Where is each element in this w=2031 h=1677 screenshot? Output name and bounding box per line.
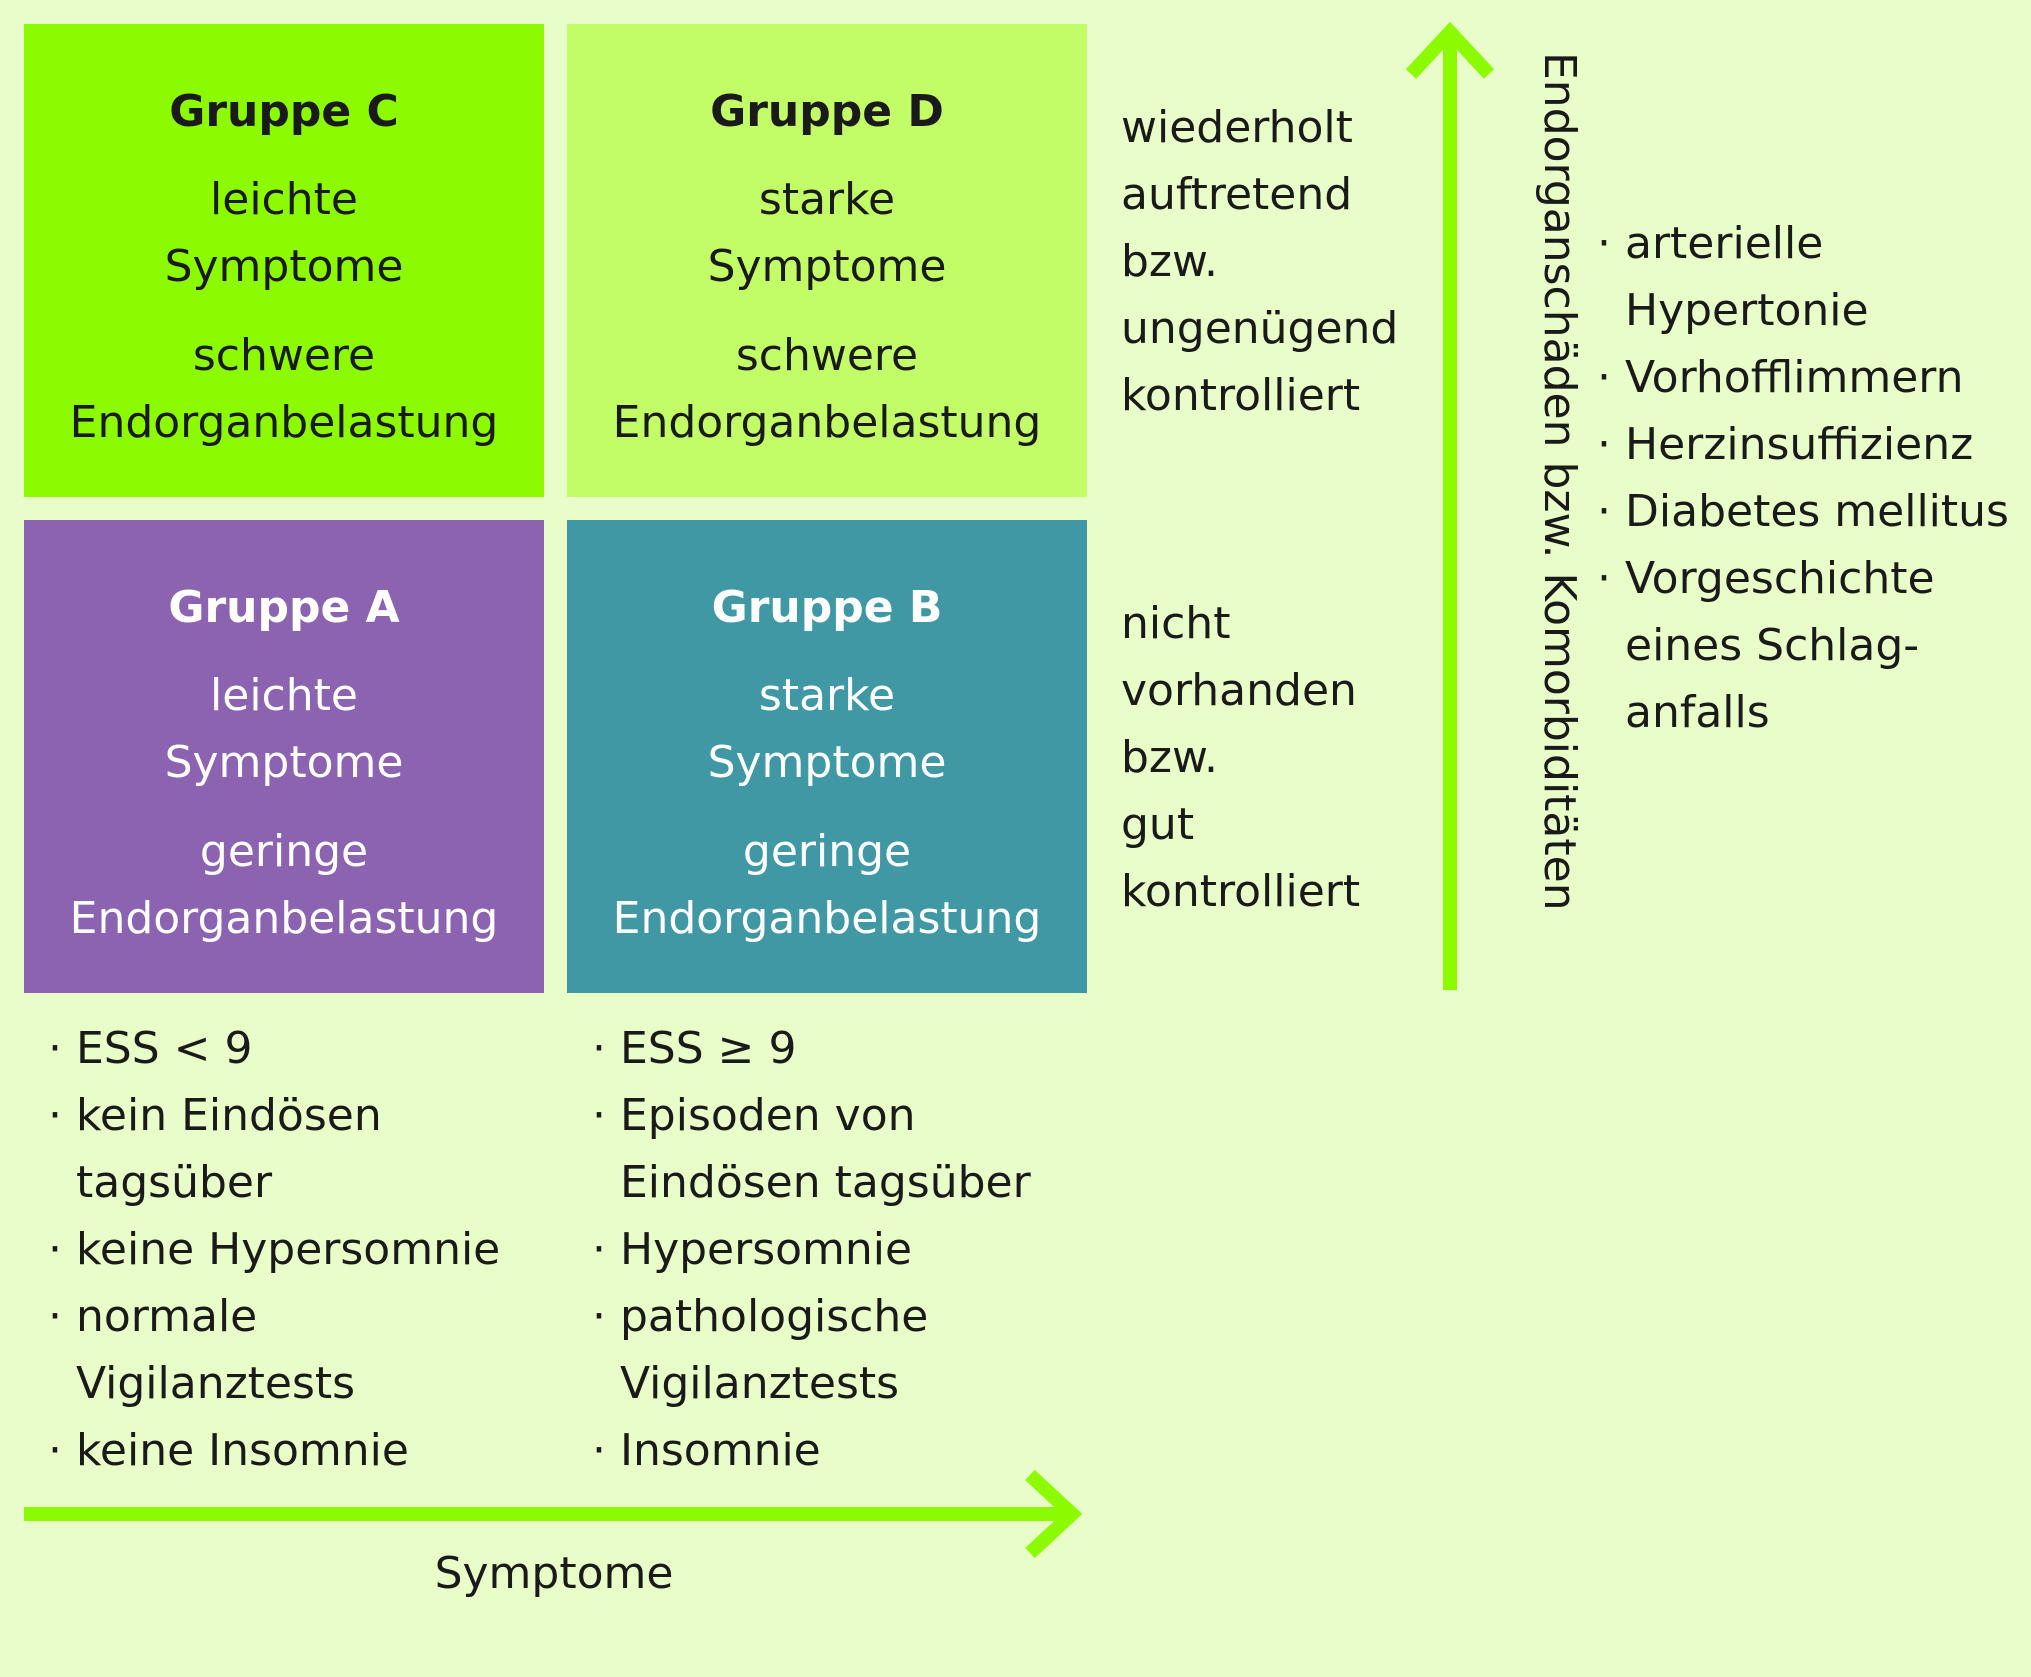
- list-item: keine Hypersomnie: [48, 1216, 548, 1283]
- group-d-box: Gruppe D starke Symptome schwere Endorga…: [567, 24, 1087, 497]
- row-label-top-line: bzw.: [1121, 236, 1218, 287]
- list-item: pathologische Vigilanztests: [592, 1283, 1112, 1417]
- list-item: Herzinsuffizienz: [1597, 411, 2017, 478]
- group-c-symptom-word: Symptome: [164, 241, 404, 292]
- group-c-box: Gruppe C leichte Symptome schwere Endorg…: [24, 24, 544, 497]
- row-label-top-line: ungenügend: [1121, 303, 1399, 354]
- group-d-symptom-level: starke: [758, 174, 896, 225]
- group-b-symptom-word: Symptome: [707, 737, 947, 788]
- group-a-symptom-level: leichte: [210, 670, 358, 721]
- group-a-burden-word: Endorganbelastung: [69, 893, 499, 944]
- group-c-burden-word: Endorganbelastung: [69, 397, 499, 448]
- list-item: Diabetes mellitus: [1597, 478, 2017, 545]
- list-item: keine Insomnie: [48, 1417, 548, 1484]
- list-item: ESS ≥ 9: [592, 1015, 1112, 1082]
- row-label-bottom-line: nicht: [1121, 598, 1231, 649]
- row-label-bottom: nicht vorhanden bzw. gut kontrolliert: [1121, 590, 1441, 925]
- list-item: normale Vigilanztests: [48, 1283, 548, 1417]
- list-item: arterielle Hypertonie: [1597, 210, 2017, 344]
- group-d-burden-level: schwere: [735, 330, 919, 381]
- group-a-box: Gruppe A leichte Symptome geringe Endorg…: [24, 520, 544, 993]
- y-axis-label: Endorganschäden bzw. Komorbiditäten: [1534, 52, 1585, 911]
- group-d-symptom-word: Symptome: [707, 241, 947, 292]
- group-b-box: Gruppe B starke Symptome geringe Endorga…: [567, 520, 1087, 993]
- group-b-title: Gruppe B: [711, 582, 943, 633]
- group-d-title: Gruppe D: [710, 86, 944, 137]
- row-label-top-line: wiederholt: [1121, 102, 1353, 153]
- group-b-criteria-list: ESS ≥ 9 Episoden von Eindösen tagsüber H…: [592, 1015, 1112, 1484]
- group-d-burden-word: Endorganbelastung: [612, 397, 1042, 448]
- x-axis-label: Symptome: [434, 1548, 674, 1599]
- list-item: kein Eindösen tagsüber: [48, 1082, 548, 1216]
- list-item: Episoden von Eindösen tagsüber: [592, 1082, 1112, 1216]
- y-axis-arrow-head: [1405, 21, 1495, 79]
- group-a-burden-level: geringe: [199, 826, 369, 877]
- row-label-top-line: kontrolliert: [1121, 370, 1361, 421]
- list-item: Vorhofflimmern: [1597, 344, 2017, 411]
- group-b-symptom-level: starke: [758, 670, 896, 721]
- list-item: Hypersomnie: [592, 1216, 1112, 1283]
- row-label-bottom-line: gut: [1121, 799, 1195, 850]
- group-a-criteria-list: ESS < 9 kein Eindösen tagsüber keine Hyp…: [48, 1015, 548, 1484]
- list-item: Insomnie: [592, 1417, 1112, 1484]
- row-label-bottom-line: vorhanden: [1121, 665, 1357, 716]
- row-label-bottom-line: bzw.: [1121, 732, 1218, 783]
- row-label-bottom-line: kontrolliert: [1121, 866, 1361, 917]
- group-a-symptom-word: Symptome: [164, 737, 404, 788]
- group-c-title: Gruppe C: [169, 86, 399, 137]
- list-item: ESS < 9: [48, 1015, 548, 1082]
- row-label-top: wiederholt auftretend bzw. ungenügend ko…: [1121, 94, 1441, 429]
- comorbidity-list: arterielle Hypertonie Vorhofflimmern Her…: [1597, 210, 2017, 746]
- row-label-top-line: auftretend: [1121, 169, 1353, 220]
- list-item: Vorgeschichte eines Schlag-anfalls: [1597, 545, 2017, 746]
- group-c-burden-level: schwere: [192, 330, 376, 381]
- group-a-title: Gruppe A: [168, 582, 400, 633]
- group-b-burden-level: geringe: [742, 826, 912, 877]
- group-c-symptom-level: leichte: [210, 174, 358, 225]
- x-axis-arrow-head: [1025, 1469, 1083, 1559]
- group-b-burden-word: Endorganbelastung: [612, 893, 1042, 944]
